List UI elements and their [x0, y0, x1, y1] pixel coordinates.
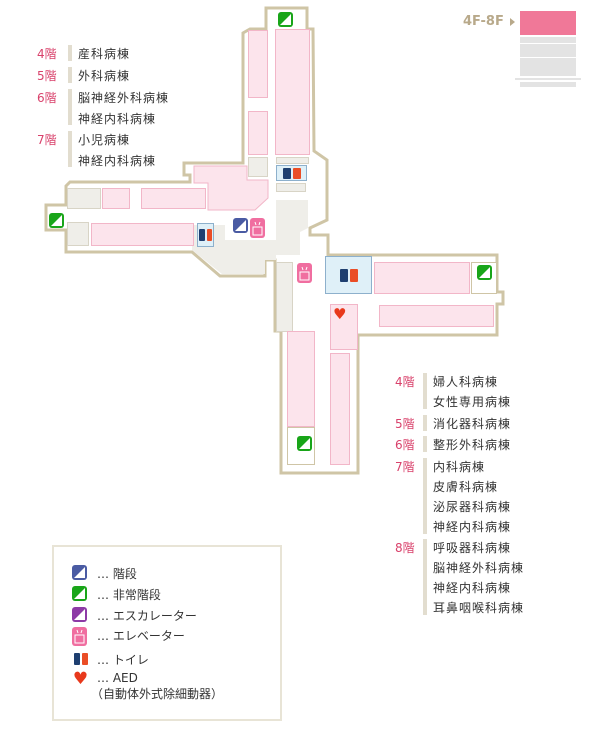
- department-label: 小児病棟: [78, 133, 131, 147]
- toilet-icon: [72, 651, 89, 666]
- department-label: 神経内科病棟: [433, 581, 512, 595]
- divider-bar: [423, 415, 427, 431]
- legend-label: … エスカレーター: [97, 609, 197, 623]
- divider-bar: [423, 458, 427, 534]
- aed-icon: ♥: [72, 668, 89, 689]
- divider-bar: [68, 89, 72, 125]
- department-label: 脳神経外科病棟: [78, 91, 170, 105]
- utility-room: [276, 157, 309, 164]
- floor-label: 4階: [37, 47, 57, 61]
- aed-icon[interactable]: ♥: [333, 305, 347, 323]
- floor-label: 7階: [37, 133, 57, 147]
- room: [374, 262, 470, 294]
- legend-item: ♥ … AED （自動体外式除細動器）: [72, 668, 224, 702]
- legend-item: … トイレ: [72, 651, 149, 668]
- legend-label: … 階段: [97, 567, 137, 581]
- elevator-icon[interactable]: [250, 218, 265, 238]
- divider-bar: [68, 131, 72, 167]
- department-label: 耳鼻咽喉科病棟: [433, 601, 525, 615]
- legend-item: … エスカレーター: [72, 607, 197, 624]
- floor-label: 7階: [395, 460, 415, 474]
- legend-item: … 非常階段: [72, 586, 161, 603]
- department-label: 婦人科病棟: [433, 375, 499, 389]
- department-label: 女性専用病棟: [433, 395, 512, 409]
- room: [248, 111, 268, 155]
- utility-room: [276, 183, 306, 192]
- room: [287, 331, 315, 427]
- stairs-icon: [72, 565, 87, 580]
- floor-block[interactable]: [520, 58, 576, 76]
- department-label: 消化器科病棟: [433, 417, 512, 431]
- department-label: 泌尿器科病棟: [433, 500, 512, 514]
- department-label: 外科病棟: [78, 69, 131, 83]
- floor-block[interactable]: [520, 37, 576, 43]
- legend-label: … トイレ: [97, 653, 149, 667]
- elevator-icon: [72, 627, 87, 646]
- department-label: 神経内科病棟: [78, 112, 157, 126]
- room: [330, 353, 350, 465]
- floor-label: 4階: [395, 375, 415, 389]
- room: [102, 188, 130, 209]
- floor-label: 5階: [395, 417, 415, 431]
- emergency-stairs-icon[interactable]: [278, 12, 293, 27]
- room: [330, 304, 358, 350]
- room: [141, 188, 206, 209]
- legend-label: … AED: [97, 671, 138, 685]
- room: [275, 29, 310, 155]
- toilet-icon: [197, 223, 214, 247]
- emergency-stairs-icon[interactable]: [477, 265, 492, 280]
- divider-bar: [423, 539, 427, 615]
- department-label: 脳神経外科病棟: [433, 561, 525, 575]
- divider-bar: [423, 436, 427, 452]
- elevator-icon[interactable]: [297, 263, 312, 283]
- divider-bar: [68, 67, 72, 83]
- department-label: 神経内科病棟: [78, 154, 157, 168]
- floor-range-label: 4F-8F: [463, 14, 504, 29]
- divider-bar: [423, 373, 427, 409]
- floor-label: 6階: [395, 438, 415, 452]
- department-label: 内科病棟: [433, 460, 486, 474]
- emergency-stairs-icon[interactable]: [49, 213, 64, 228]
- divider-bar: [68, 45, 72, 61]
- room: [91, 223, 194, 246]
- room: [379, 305, 494, 327]
- utility-room: [67, 188, 101, 209]
- legend-item: … エレベーター: [72, 627, 185, 646]
- legend-sublabel: （自動体外式除細動器）: [91, 687, 224, 701]
- floor-divider: [515, 78, 581, 80]
- legend-label: … エレベーター: [97, 629, 185, 643]
- escalator-icon: [72, 607, 87, 622]
- department-label: 皮膚科病棟: [433, 480, 499, 494]
- floor-block[interactable]: [520, 82, 576, 87]
- emergency-stairs-icon[interactable]: [297, 436, 312, 451]
- utility-room: [67, 222, 89, 246]
- floor-label: 5階: [37, 69, 57, 83]
- department-label: 神経内科病棟: [433, 520, 512, 534]
- utility-room: [276, 262, 293, 332]
- floor-block-active[interactable]: [520, 11, 576, 35]
- legend: … 階段 … 非常階段 … エスカレーター … エレベーター … トイレ ♥ … …: [52, 545, 282, 721]
- utility-room: [248, 157, 268, 177]
- triangle-right-icon: [510, 18, 515, 26]
- department-label: 整形外科病棟: [433, 438, 512, 452]
- floor-label: 6階: [37, 91, 57, 105]
- room: [248, 30, 268, 98]
- toilet-icon: [276, 165, 307, 181]
- floor-block[interactable]: [520, 44, 576, 57]
- legend-label: … 非常階段: [97, 588, 161, 602]
- department-label: 産科病棟: [78, 47, 131, 61]
- department-label: 呼吸器科病棟: [433, 541, 512, 555]
- toilet-icon: [325, 256, 372, 294]
- stairs-icon[interactable]: [233, 218, 248, 233]
- floor-label: 8階: [395, 541, 415, 555]
- emergency-stairs-icon: [72, 586, 87, 601]
- legend-item: … 階段: [72, 565, 137, 582]
